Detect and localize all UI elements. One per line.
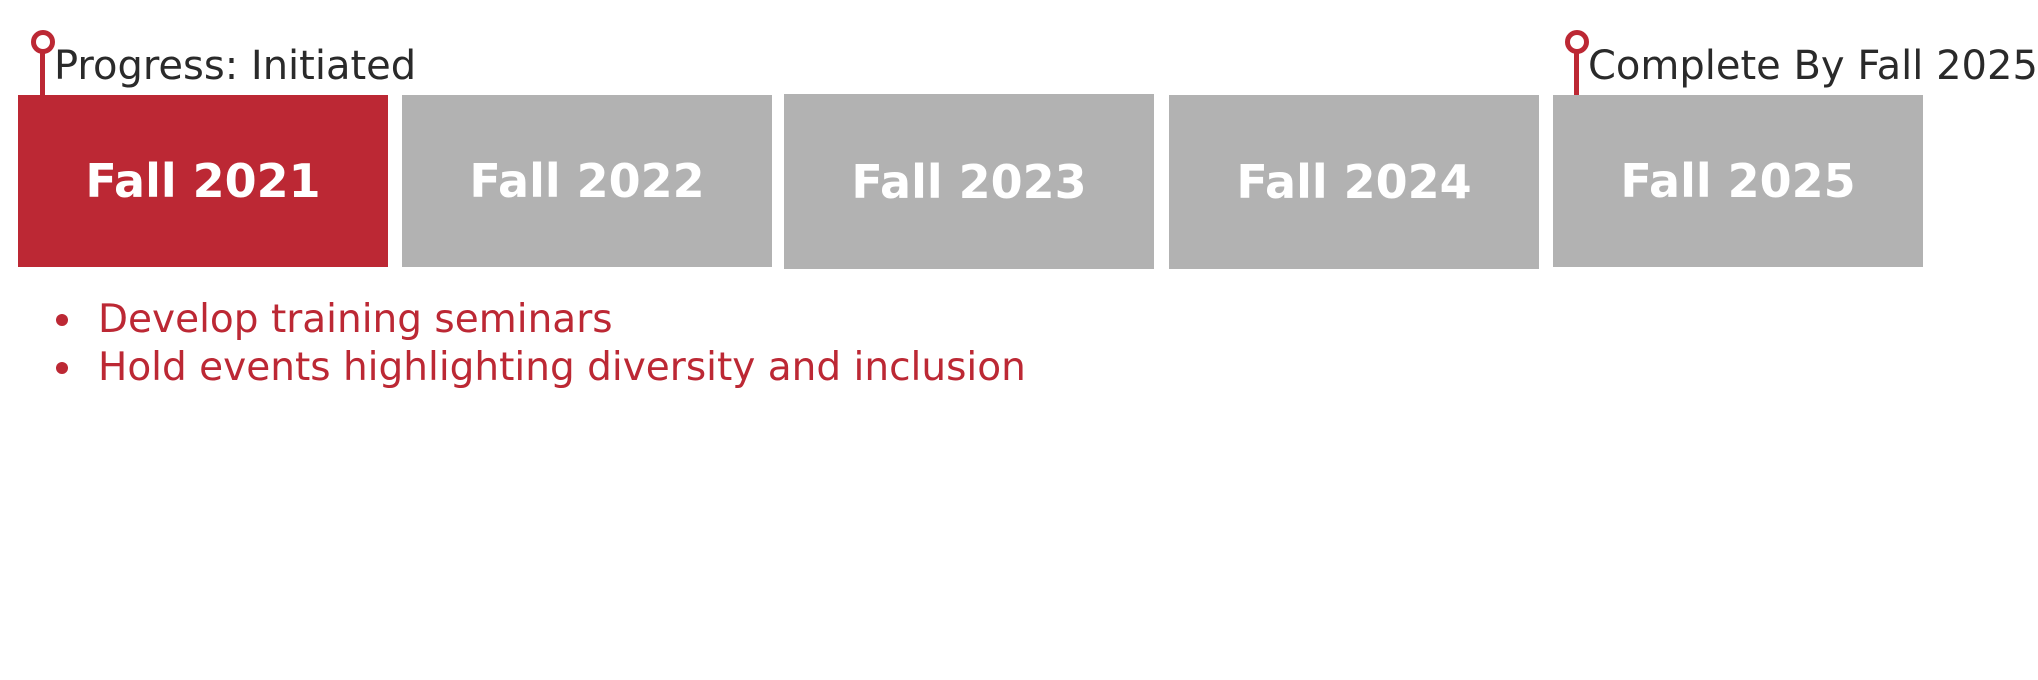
task-list: Develop training seminars Hold events hi… xyxy=(56,296,1026,392)
period-fall-2024: Fall 2024 xyxy=(1169,95,1539,269)
progress-marker: Progress: Initiated xyxy=(30,30,416,96)
task-text: Develop training seminars xyxy=(98,297,613,342)
completion-marker: Complete By Fall 2025 xyxy=(1564,30,2038,96)
list-item: Develop training seminars xyxy=(56,296,1026,344)
map-pin-icon xyxy=(1564,30,1589,96)
period-fall-2025: Fall 2025 xyxy=(1553,95,1923,267)
period-label: Fall 2021 xyxy=(85,154,321,208)
progress-label: Progress: Initiated xyxy=(54,43,417,89)
period-label: Fall 2024 xyxy=(1236,155,1472,209)
task-text: Hold events highlighting diversity and i… xyxy=(98,345,1026,390)
map-pin-icon xyxy=(30,30,55,96)
period-label: Fall 2025 xyxy=(1620,154,1856,208)
period-label: Fall 2022 xyxy=(469,154,705,208)
completion-label: Complete By Fall 2025 xyxy=(1588,43,2038,89)
period-label: Fall 2023 xyxy=(851,154,1087,209)
bullet-dot-icon xyxy=(56,362,68,374)
period-fall-2021: Fall 2021 xyxy=(18,95,388,267)
period-fall-2023: Fall 2023 xyxy=(784,94,1154,269)
list-item: Hold events highlighting diversity and i… xyxy=(56,344,1026,392)
bullet-dot-icon xyxy=(56,314,68,326)
period-fall-2022: Fall 2022 xyxy=(402,95,772,267)
